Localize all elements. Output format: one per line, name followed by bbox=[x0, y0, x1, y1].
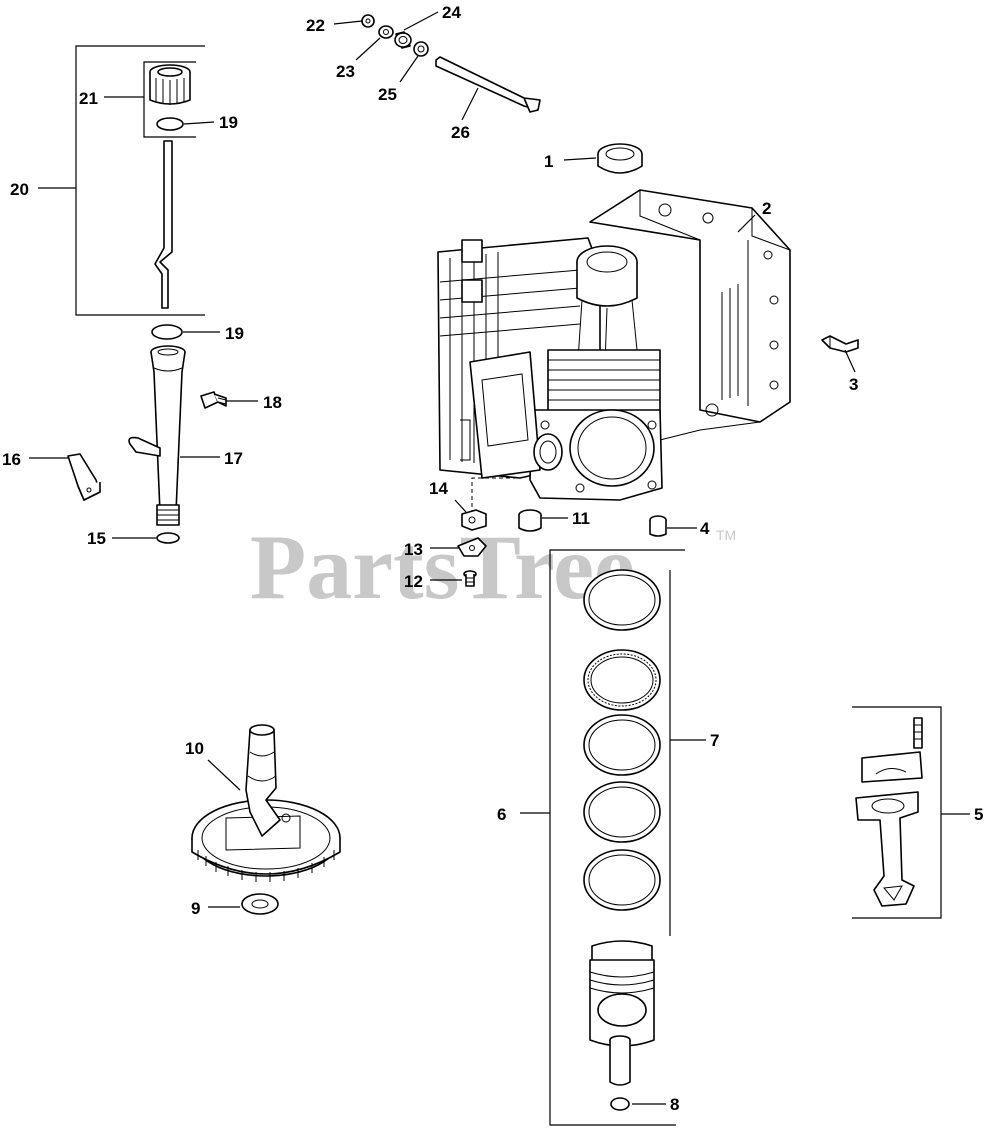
callout-16: 16 bbox=[2, 450, 21, 469]
callout-4: 4 bbox=[700, 519, 710, 538]
watermark-text: PartsTree bbox=[250, 516, 635, 618]
callout-5: 5 bbox=[974, 805, 983, 824]
callout-10: 10 bbox=[185, 739, 204, 758]
dipstick-blade[interactable] bbox=[154, 140, 173, 309]
callout-14: 14 bbox=[429, 479, 448, 498]
thrust-washer[interactable] bbox=[241, 893, 279, 915]
crankcase[interactable] bbox=[437, 189, 791, 501]
callout-12: 12 bbox=[404, 572, 423, 591]
callout-17: 17 bbox=[224, 449, 243, 468]
camshaft[interactable] bbox=[191, 724, 341, 882]
callout-19-upper: 19 bbox=[219, 113, 238, 132]
hex-bolt-18[interactable] bbox=[200, 391, 227, 409]
small-hardware[interactable] bbox=[361, 14, 429, 57]
piston[interactable] bbox=[589, 940, 655, 1047]
piston-rings[interactable] bbox=[583, 569, 661, 911]
dipstick-tube[interactable] bbox=[128, 345, 186, 526]
governor-rod[interactable] bbox=[435, 56, 541, 113]
callout-13: 13 bbox=[404, 540, 423, 559]
callout-8: 8 bbox=[670, 1095, 679, 1114]
callout-20: 20 bbox=[10, 180, 29, 199]
o-ring-tube-base[interactable] bbox=[156, 532, 180, 544]
bracket-20 bbox=[75, 45, 205, 316]
bracket-clip[interactable] bbox=[67, 453, 101, 501]
sensor-14[interactable] bbox=[461, 509, 487, 531]
dipstick-assembly[interactable] bbox=[75, 45, 205, 316]
callout-15: 15 bbox=[87, 529, 106, 548]
callout-9: 9 bbox=[191, 899, 200, 918]
connecting-rod[interactable] bbox=[855, 717, 923, 907]
callout-22: 22 bbox=[306, 16, 325, 35]
o-ring-lower[interactable] bbox=[151, 324, 183, 340]
piston-pin[interactable] bbox=[609, 1035, 631, 1086]
plug-11[interactable] bbox=[518, 509, 542, 532]
oil-seal[interactable] bbox=[597, 143, 643, 174]
callout-1: 1 bbox=[544, 152, 553, 171]
callout-23: 23 bbox=[336, 62, 355, 81]
callout-21: 21 bbox=[79, 89, 98, 108]
bracket-5 bbox=[852, 706, 942, 919]
callout-25: 25 bbox=[378, 85, 397, 104]
callout-2: 2 bbox=[762, 199, 771, 218]
watermark-trademark: TM bbox=[716, 527, 736, 543]
callout-26: 26 bbox=[451, 123, 470, 142]
leader-lines bbox=[29, 11, 970, 1105]
callout-18: 18 bbox=[263, 393, 282, 412]
callout-7: 7 bbox=[710, 731, 719, 750]
retaining-ring[interactable] bbox=[610, 1097, 630, 1111]
breather-fitting[interactable] bbox=[821, 335, 859, 353]
callout-6: 6 bbox=[497, 805, 506, 824]
callout-11: 11 bbox=[572, 509, 590, 528]
callout-24: 24 bbox=[442, 3, 461, 22]
o-ring-upper[interactable] bbox=[156, 117, 184, 131]
bracket-6 bbox=[549, 549, 685, 1126]
callout-3: 3 bbox=[849, 375, 858, 394]
dipstick-cap[interactable] bbox=[149, 64, 191, 105]
guide-line bbox=[471, 477, 520, 514]
callout-19-lower: 19 bbox=[225, 324, 244, 343]
dowel-4[interactable] bbox=[649, 515, 667, 537]
bracket-13[interactable] bbox=[457, 537, 487, 557]
callout-labels: 1 2 3 4 5 6 7 8 9 10 11 12 13 14 15 16 1… bbox=[2, 3, 983, 1114]
screw-12[interactable] bbox=[463, 570, 477, 587]
bracket-21 bbox=[143, 61, 196, 138]
